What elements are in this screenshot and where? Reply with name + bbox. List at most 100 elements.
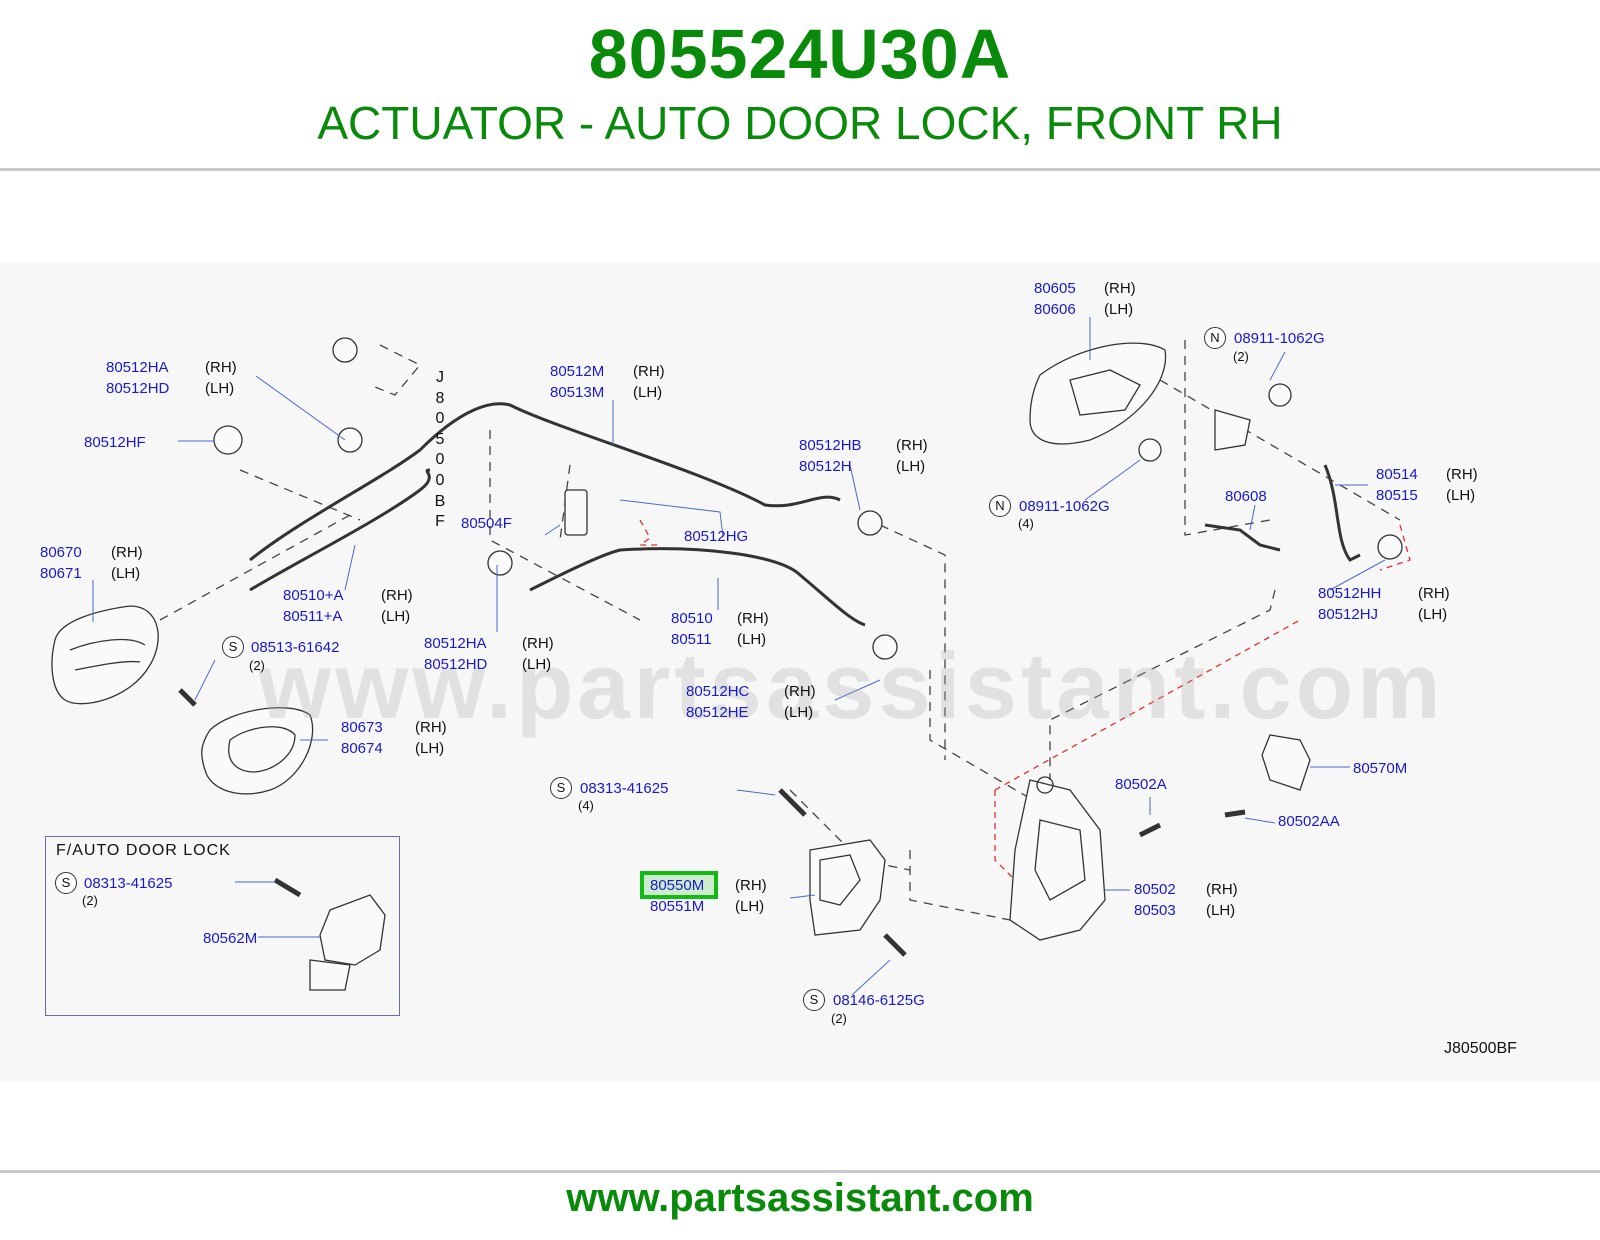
side-lh: (LH)	[205, 380, 235, 397]
side-lh: (LH)	[633, 384, 663, 401]
part-link-80512HA[interactable]: 80512HA	[424, 635, 487, 652]
side-lh: (LH)	[784, 704, 814, 721]
part-link-80512M[interactable]: 80512M	[550, 363, 605, 380]
part-link-08513-61642[interactable]: 08513-61642	[251, 639, 340, 656]
inset-title: F/AUTO DOOR LOCK	[56, 842, 231, 859]
part-link-80512HD[interactable]: 80512HD	[424, 656, 488, 673]
side-rh: (RH)	[381, 587, 413, 604]
part-link-80512H[interactable]: 80512H	[799, 458, 852, 475]
part-link-80511[interactable]: 80511	[671, 631, 712, 648]
standard-part-s-icon: S	[55, 872, 77, 894]
parts-diagram-area	[0, 262, 1600, 1082]
part-link-80512HG[interactable]: 80512HG	[684, 528, 749, 545]
side-lh: (LH)	[1206, 902, 1236, 919]
side-rh: (RH)	[1104, 280, 1136, 297]
side-rh: (RH)	[111, 544, 143, 561]
part-link-80551M[interactable]: 80551M	[650, 898, 705, 915]
part-link-80511A[interactable]: 80511+A	[283, 608, 343, 625]
part-link-80515[interactable]: 80515	[1376, 487, 1418, 504]
standard-part-s-icon: S	[222, 636, 244, 658]
footer-divider	[0, 1170, 1600, 1173]
part-link-80512HJ[interactable]: 80512HJ	[1318, 606, 1379, 623]
standard-part-s-icon: S	[550, 777, 572, 799]
side-lh: (LH)	[111, 565, 141, 582]
part-link-80550M-highlighted[interactable]: 80550M	[650, 877, 705, 894]
part-link-80512HF[interactable]: 80512HF	[84, 434, 146, 451]
side-rh: (RH)	[415, 719, 447, 736]
part-link-08313-41625[interactable]: 08313-41625	[580, 780, 669, 797]
side-rh: (RH)	[896, 437, 928, 454]
side-rh: (RH)	[1446, 466, 1478, 483]
side-rh: (RH)	[205, 359, 237, 376]
vertical-code-char: B	[434, 492, 446, 510]
standard-part-s-icon: S	[803, 989, 825, 1011]
part-description: ACTUATOR - AUTO DOOR LOCK, FRONT RH	[317, 97, 1283, 149]
vertical-code-char: F	[435, 513, 445, 531]
part-number-title: 805524U30A	[588, 15, 1012, 93]
part-link-80512HD[interactable]: 80512HD	[106, 380, 170, 397]
vertical-diagram-code: J 8 0 5 0 0 B F	[432, 368, 448, 533]
part-link-80513M[interactable]: 80513M	[550, 384, 605, 401]
part-link-80504F[interactable]: 80504F	[461, 515, 512, 532]
part-link-80502AA[interactable]: 80502AA	[1278, 813, 1340, 830]
quantity: (2)	[82, 893, 98, 908]
footer-url[interactable]: www.partsassistant.com	[566, 1176, 1034, 1220]
part-link-80512HA[interactable]: 80512HA	[106, 359, 169, 376]
part-link-80606[interactable]: 80606	[1034, 301, 1076, 318]
part-link-80608[interactable]: 80608	[1225, 488, 1267, 505]
part-link-80510[interactable]: 80510	[671, 610, 713, 627]
side-rh: (RH)	[1418, 585, 1450, 602]
side-lh: (LH)	[896, 458, 926, 475]
part-link-08313-41625-inset[interactable]: 08313-41625	[84, 875, 173, 892]
part-link-80671[interactable]: 80671	[40, 565, 82, 582]
part-link-08911-1062G[interactable]: 08911-1062G	[1234, 330, 1325, 347]
part-link-80510A[interactable]: 80510+A	[283, 587, 344, 604]
header-divider	[0, 168, 1600, 171]
vertical-code-char: J	[436, 369, 444, 386]
part-link-80512HE[interactable]: 80512HE	[686, 704, 749, 721]
diagram-code: J80500BF	[1444, 1040, 1517, 1057]
part-link-80570M[interactable]: 80570M	[1353, 760, 1408, 777]
part-link-80502A[interactable]: 80502A	[1115, 776, 1167, 793]
part-link-80512HC[interactable]: 80512HC	[686, 683, 750, 700]
part-link-80514[interactable]: 80514	[1376, 466, 1418, 483]
vertical-code-char: 0	[435, 471, 445, 489]
side-rh: (RH)	[1206, 881, 1238, 898]
part-link-80512HB[interactable]: 80512HB	[799, 437, 862, 454]
vertical-code-char: 0	[435, 410, 445, 428]
part-link-80670[interactable]: 80670	[40, 544, 82, 561]
part-link-80503[interactable]: 80503	[1134, 902, 1176, 919]
side-lh: (LH)	[1446, 487, 1476, 504]
side-lh: (LH)	[735, 898, 765, 915]
part-link-80562M[interactable]: 80562M	[203, 930, 258, 947]
side-rh: (RH)	[735, 877, 767, 894]
part-link-08911-1062G[interactable]: 08911-1062G	[1019, 498, 1110, 515]
quantity: (2)	[1233, 349, 1249, 364]
quantity: (2)	[249, 658, 265, 673]
quantity: (2)	[831, 1011, 847, 1026]
side-rh: (RH)	[633, 363, 665, 380]
vertical-code-char: 5	[435, 430, 445, 448]
quantity: (4)	[578, 798, 594, 813]
side-lh: (LH)	[737, 631, 767, 648]
side-lh: (LH)	[522, 656, 552, 673]
side-lh: (LH)	[415, 740, 445, 757]
vertical-code-char: 8	[435, 389, 445, 407]
part-link-80512HH[interactable]: 80512HH	[1318, 585, 1382, 602]
side-rh: (RH)	[784, 683, 816, 700]
side-lh: (LH)	[1104, 301, 1134, 318]
vertical-code-char: 0	[435, 451, 445, 469]
side-lh: (LH)	[381, 608, 411, 625]
part-link-80673[interactable]: 80673	[341, 719, 383, 736]
watermark-text: www.partsassistant.com	[258, 633, 1445, 738]
side-rh: (RH)	[522, 635, 554, 652]
part-link-08146-6125G[interactable]: 08146-6125G	[833, 992, 925, 1009]
part-link-80605[interactable]: 80605	[1034, 280, 1076, 297]
nut-part-n-icon: N	[989, 495, 1011, 517]
side-rh: (RH)	[737, 610, 769, 627]
inset-box	[45, 836, 400, 1016]
part-link-80502[interactable]: 80502	[1134, 881, 1176, 898]
part-link-80674[interactable]: 80674	[341, 740, 383, 757]
page-header: 805524U30A ACTUATOR - AUTO DOOR LOCK, FR…	[0, 0, 1600, 170]
